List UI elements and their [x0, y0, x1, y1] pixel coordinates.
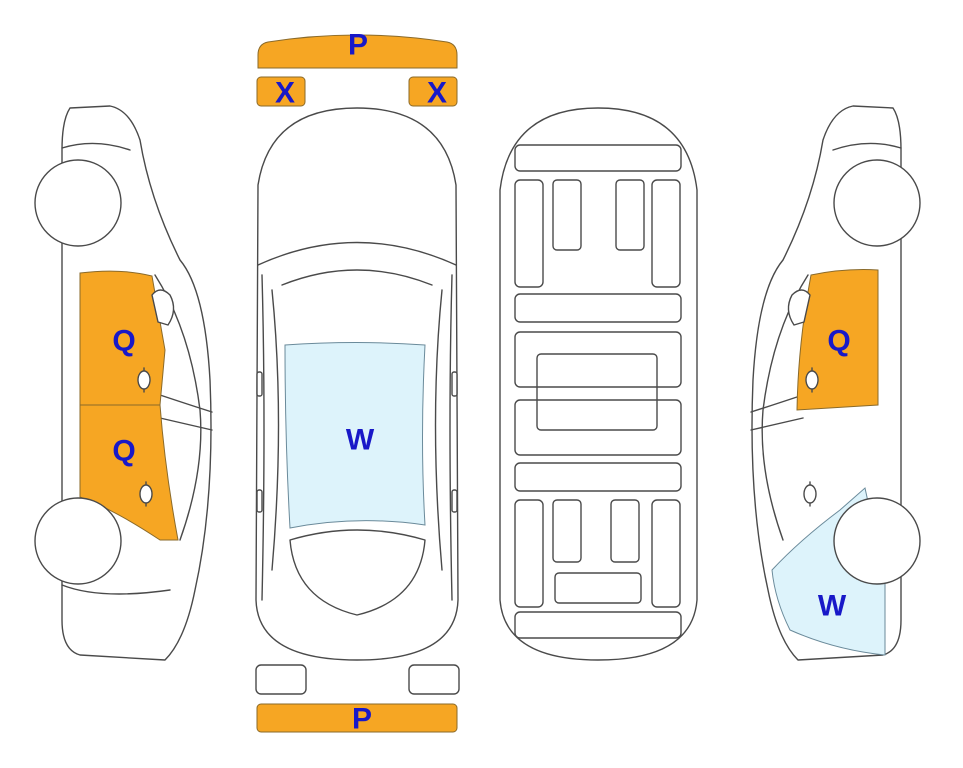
left-headlight-panel[interactable]	[256, 76, 306, 107]
left-headlight-label: X	[275, 77, 295, 110]
left-taillight[interactable]	[255, 664, 307, 695]
right-side-mirror[interactable]	[787, 289, 811, 326]
top-view: P X X W P	[255, 29, 460, 736]
right-taillight[interactable]	[408, 664, 460, 695]
left-rear-wheel	[34, 497, 122, 585]
right-headlight-panel[interactable]	[408, 76, 458, 107]
left-side-mirror-top[interactable]	[256, 371, 263, 397]
front-bumper-panel[interactable]	[257, 34, 458, 69]
right-front-door-handle[interactable]	[805, 367, 819, 393]
left-side-view: Q Q	[34, 105, 213, 661]
left-front-wheel	[34, 159, 122, 247]
right-front-wheel	[833, 159, 921, 247]
left-rear-door-handle[interactable]	[139, 481, 153, 507]
right-headlight-label: X	[427, 77, 447, 110]
right-rear-quarter-label: W	[818, 590, 847, 623]
left-side-mirror[interactable]	[151, 289, 175, 326]
left-rear-door-label: Q	[112, 435, 135, 468]
right-side-view: Q W	[750, 105, 921, 661]
right-side-mirror-top[interactable]	[451, 371, 458, 397]
windshield-panel[interactable]	[284, 342, 426, 529]
right-rear-door-handle[interactable]	[803, 481, 817, 507]
left-front-door-label: Q	[112, 325, 135, 358]
rear-bumper-label: P	[352, 703, 372, 736]
underside-view	[499, 107, 698, 661]
front-bumper-label: P	[348, 29, 368, 62]
left-front-door-handle[interactable]	[137, 367, 151, 393]
windshield-label: W	[346, 424, 375, 457]
underside-body	[499, 107, 698, 661]
right-rear-wheel	[833, 497, 921, 585]
right-front-door-label: Q	[827, 325, 850, 358]
rear-bumper-panel[interactable]	[256, 703, 458, 733]
